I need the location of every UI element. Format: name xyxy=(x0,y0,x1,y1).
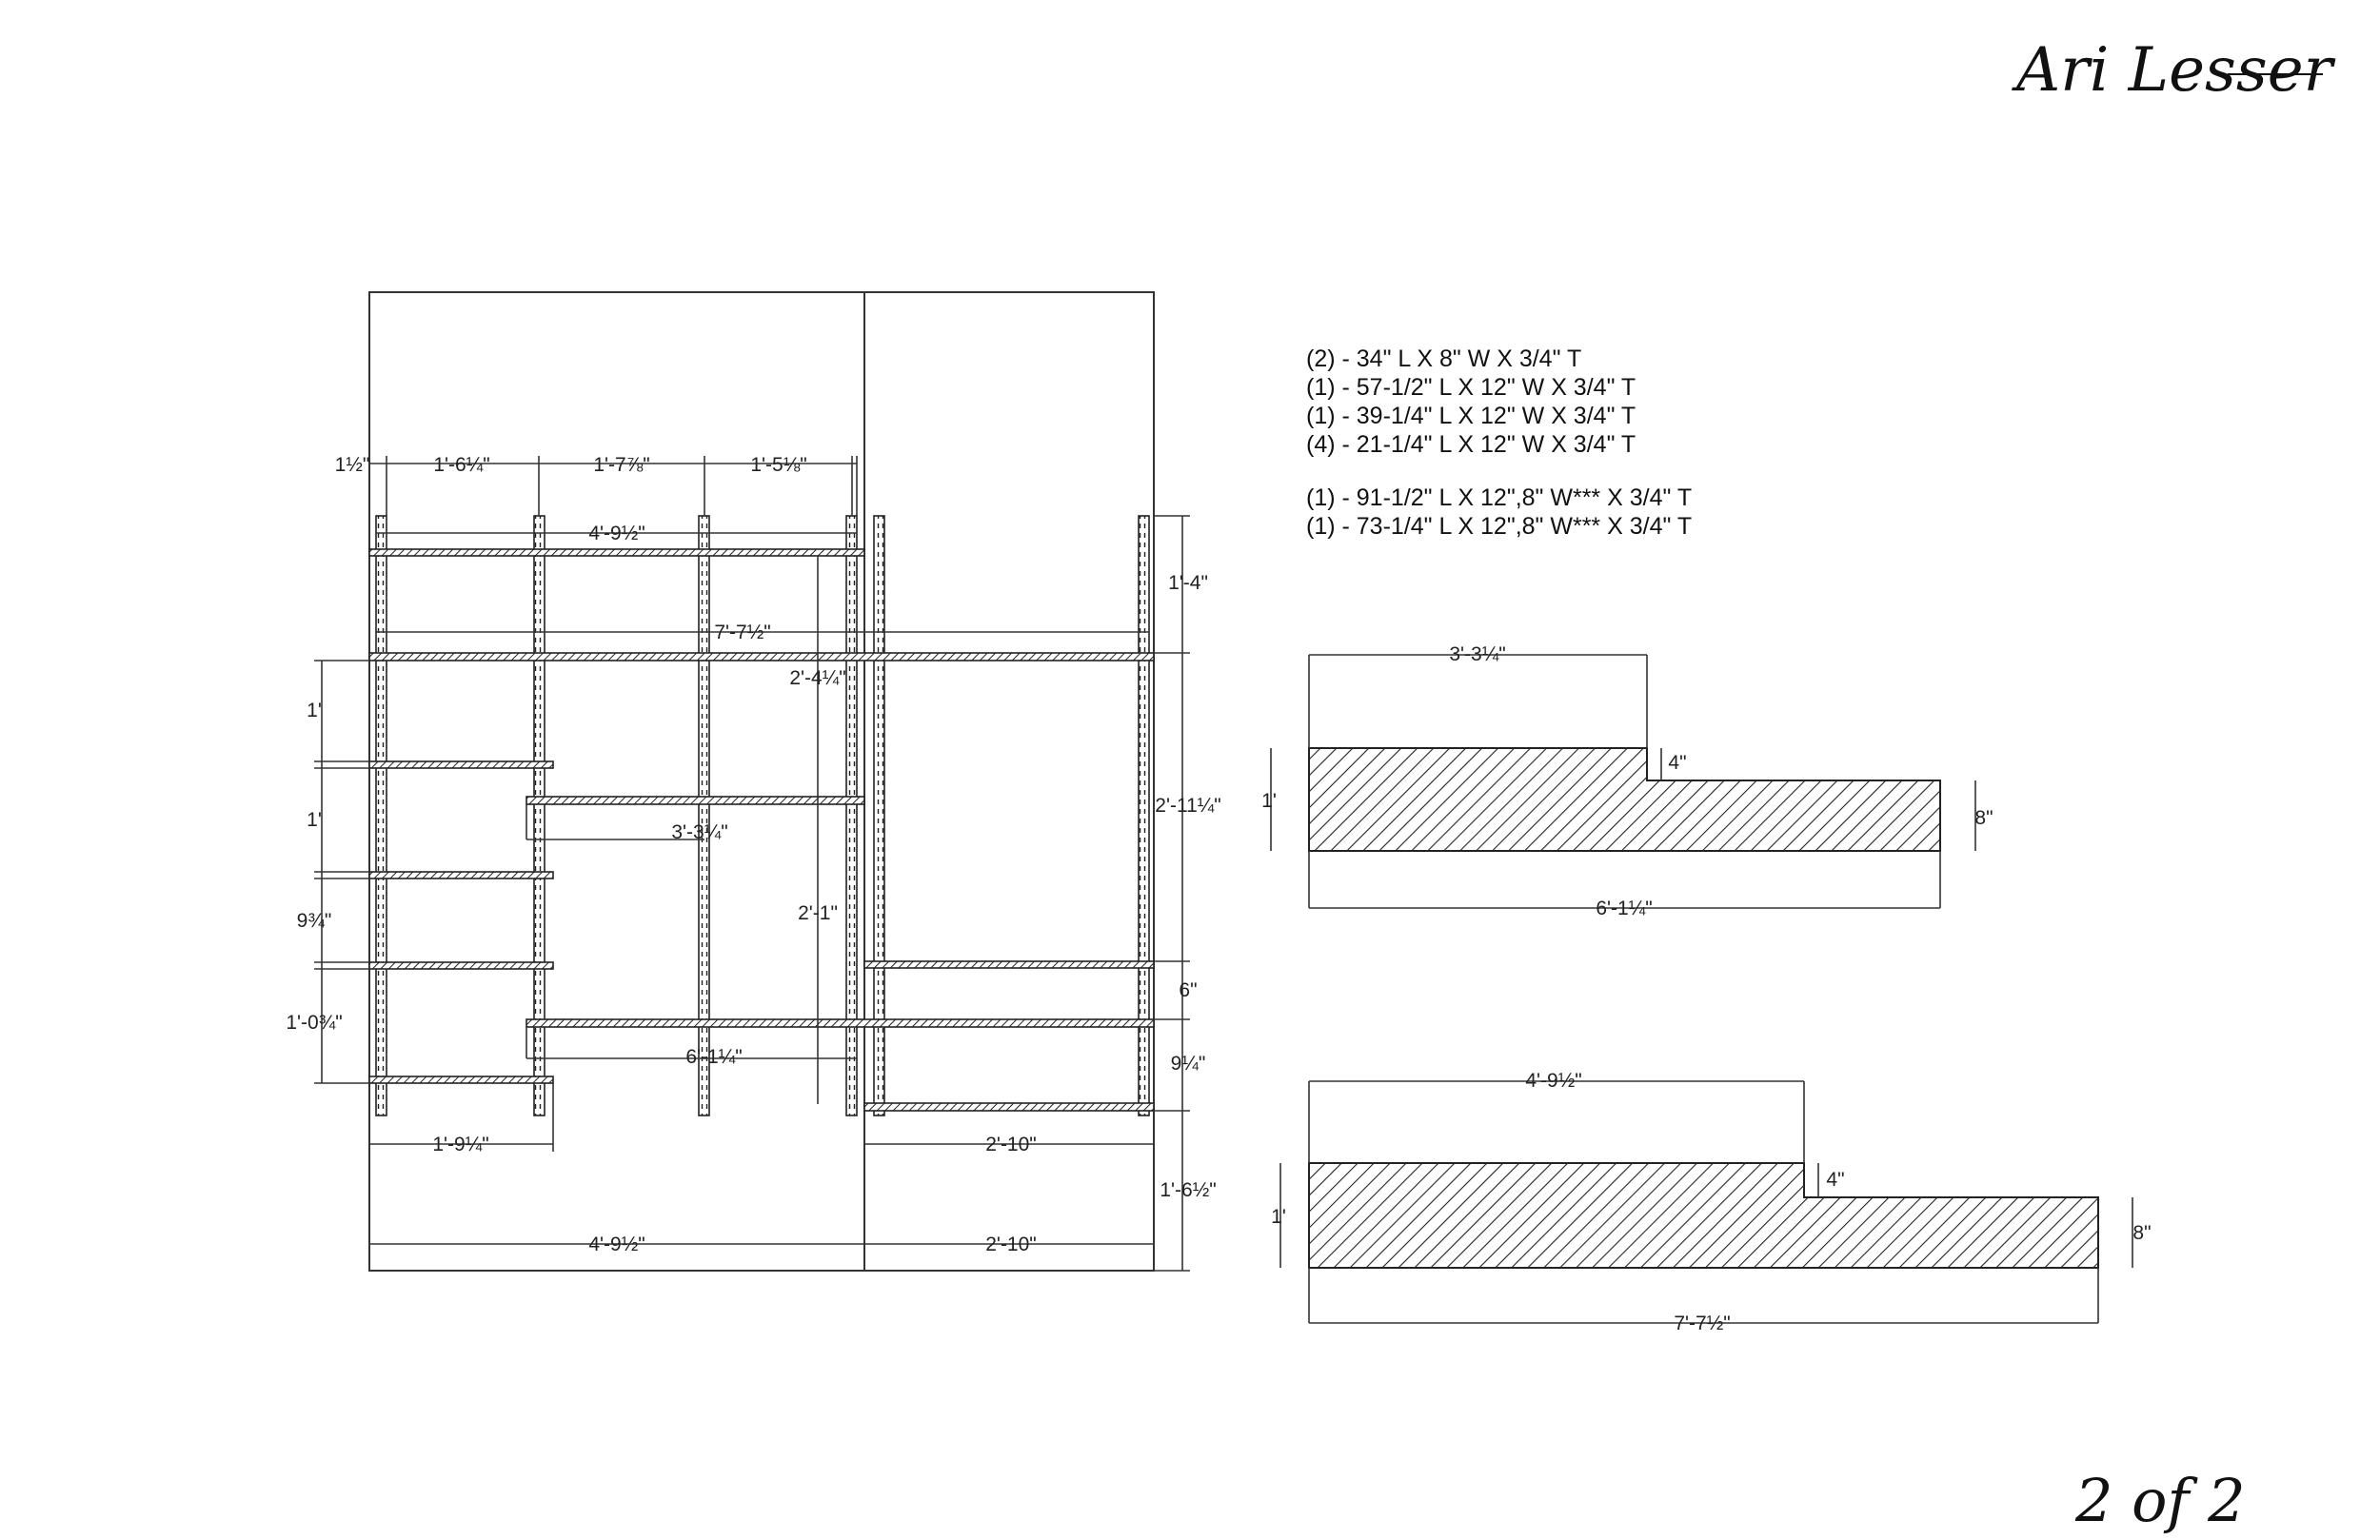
dim-overall-left: 4'-9½" xyxy=(588,1234,645,1255)
cut-list-spacer xyxy=(1306,459,1692,484)
shelf-top-left xyxy=(368,548,865,557)
profile-1: 3'-3¼" 4" 1' 8" 6'-1¼" xyxy=(1261,643,1993,919)
shelf-left-d xyxy=(368,1076,554,1084)
dim-left-1: 1' xyxy=(307,700,322,721)
elevation-frame xyxy=(368,291,1155,1272)
dim-top-3: 1'-7⅞" xyxy=(593,454,649,476)
upright-5 xyxy=(873,515,885,1116)
profile-1-right-height: 8" xyxy=(1974,807,1993,829)
cut-list-item: (2) - 34" L X 8" W X 3/4" T xyxy=(1306,346,1582,372)
shelf-lower-long xyxy=(526,1018,1155,1028)
dim-bottom-left: 1'-9¼" xyxy=(432,1134,488,1155)
dim-top-1: 1½" xyxy=(335,454,370,476)
profile-2-top-width: 4'-9½" xyxy=(1525,1070,1581,1092)
dim-right-top: 1'-4" xyxy=(1168,572,1208,594)
shelf-left-a xyxy=(368,760,554,769)
dim-upper-right: 2'-4¼" xyxy=(789,667,845,689)
dim-right-bottom: 1'-6½" xyxy=(1160,1179,1216,1201)
dim-lower-long-shelf: 6'-1¼" xyxy=(685,1046,742,1068)
profile-2-overall: 7'-7½" xyxy=(1674,1313,1730,1334)
elevation-dimensions: 1½" 1'-6¼" 1'-7⅞" 1'-5⅛" 4'-9½" 7'-7½" 2… xyxy=(286,454,1220,1255)
cut-list: (2) - 34" L X 8" W X 3/4" T (1) - 57-1/2… xyxy=(1306,345,1692,541)
dim-right-9: 9¼" xyxy=(1171,1053,1206,1075)
cut-list-item: (4) - 21-1/4" L X 12" W X 3/4" T xyxy=(1306,431,1636,458)
upright-6 xyxy=(1138,515,1150,1116)
profile-1-shape xyxy=(1308,747,1941,852)
dim-top-4: 1'-5⅛" xyxy=(750,454,806,476)
dim-mid-shelf-width: 3'-3¼" xyxy=(671,821,727,843)
shelf-left-b xyxy=(368,871,554,879)
dim-right-6: 6" xyxy=(1179,979,1197,1001)
shelf-right-b xyxy=(863,1102,1155,1112)
author-signature: Ari Lesser xyxy=(2012,35,2336,106)
shelves xyxy=(368,548,1155,1112)
profile-1-top-width: 3'-3¼" xyxy=(1449,643,1505,665)
profile-2-shape xyxy=(1308,1162,2099,1269)
elevation-drawing xyxy=(368,291,1155,1272)
shelf-long xyxy=(368,652,1155,661)
shelf-right-a xyxy=(863,960,1155,969)
uprights xyxy=(375,515,1150,1116)
dim-left-4: 1'-0¾" xyxy=(286,1012,342,1034)
dim-overall-right: 2'-10" xyxy=(985,1234,1037,1255)
cut-list-item: (1) - 91-1/2" L X 12",8" W*** X 3/4" T xyxy=(1306,484,1693,511)
dim-bottom-right: 2'-10" xyxy=(985,1134,1037,1155)
dim-long-shelf-width: 7'-7½" xyxy=(714,622,770,643)
elevation-dimension-lines xyxy=(314,456,1190,1272)
dim-left-shelf-width: 4'-9½" xyxy=(588,523,645,544)
profile-1-left-height: 1' xyxy=(1261,790,1277,812)
profile-2: 4'-9½" 4" 1' 8" 7'-7½" xyxy=(1271,1070,2151,1334)
shelf-mid-a xyxy=(526,796,865,805)
dim-mid-height: 2'-1" xyxy=(798,902,838,924)
page-number: 2 of 2 xyxy=(2074,1466,2246,1535)
cut-list-item: (1) - 39-1/4" L X 12" W X 3/4" T xyxy=(1306,403,1636,429)
dim-left-2: 1' xyxy=(307,809,322,831)
profile-1-overall: 6'-1¼" xyxy=(1596,898,1652,919)
dim-top-2: 1'-6¼" xyxy=(433,454,489,476)
profile-2-left-height: 1' xyxy=(1271,1206,1286,1228)
shelf-left-c xyxy=(368,961,554,970)
dim-left-3: 9¾" xyxy=(297,910,332,932)
cut-list-item: (1) - 57-1/2" L X 12" W X 3/4" T xyxy=(1306,374,1636,401)
cut-list-item: (1) - 73-1/4" L X 12",8" W*** X 3/4" T xyxy=(1306,513,1693,540)
profile-1-notch: 4" xyxy=(1668,752,1686,774)
dim-right-span: 2'-11¼" xyxy=(1155,795,1220,817)
profile-2-right-height: 8" xyxy=(2132,1222,2151,1244)
profile-2-notch: 4" xyxy=(1826,1169,1844,1191)
upright-1 xyxy=(375,515,387,1116)
